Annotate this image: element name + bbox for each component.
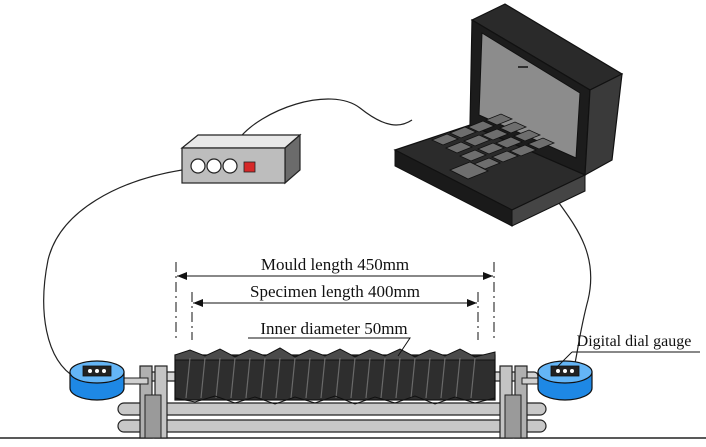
logger-knob-3 bbox=[222, 158, 238, 174]
dial-gauge-label: Digital dial gauge bbox=[577, 333, 692, 350]
logger-indicator bbox=[243, 161, 256, 173]
cable-logger-to-left-gauge bbox=[43, 169, 183, 379]
dimension-lines bbox=[175, 262, 700, 369]
specimen-length-label: Specimen length 400mm bbox=[250, 282, 420, 301]
laptop-screen bbox=[478, 32, 581, 159]
laptop-keyboard bbox=[430, 113, 556, 170]
laptop-touchpad bbox=[449, 161, 489, 180]
laptop-icon bbox=[393, 3, 624, 227]
logger-knob-2 bbox=[206, 158, 222, 174]
digital-dial-gauge-right bbox=[537, 360, 593, 401]
inner-diameter-label: Inner diameter 50mm bbox=[260, 319, 407, 338]
data-logger-box bbox=[180, 133, 302, 185]
cable-laptop-to-right-gauge bbox=[551, 192, 592, 369]
inner-diameter-leader bbox=[248, 337, 411, 357]
cable-logger-to-laptop bbox=[237, 98, 413, 141]
digital-dial-gauge-left bbox=[69, 360, 125, 401]
mould-length-label: Mould length 450mm bbox=[261, 255, 409, 274]
mould-specimen bbox=[117, 347, 549, 439]
logger-knob-1 bbox=[190, 158, 206, 174]
